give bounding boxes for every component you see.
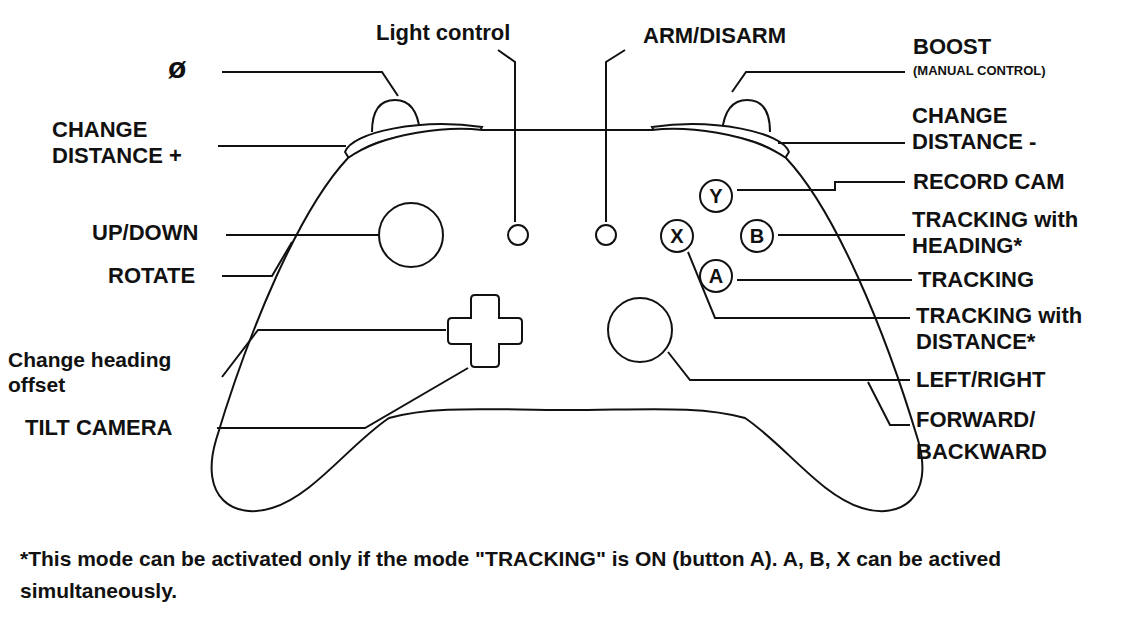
face-button: A — [699, 259, 733, 293]
callout-label: ROTATE — [108, 263, 195, 289]
face-button: B — [740, 219, 774, 253]
callout-label: FORWARD/ BACKWARD — [916, 404, 1086, 468]
callout-label: *This mode can be activated only if the … — [20, 543, 1030, 606]
face-button: Y — [699, 179, 733, 213]
callout-label: (MANUAL CONTROL) — [913, 63, 1046, 79]
button-letter: B — [750, 226, 764, 246]
menu-button — [596, 225, 616, 245]
view-button — [508, 225, 528, 245]
callout-label: Light control — [376, 20, 510, 46]
callout-label: ARM/DISARM — [643, 23, 786, 49]
leader-lines — [217, 50, 912, 428]
callout-label: ø — [168, 50, 186, 86]
callout-label: UP/DOWN — [92, 220, 198, 246]
callout-label: TRACKING with DISTANCE* — [916, 303, 1121, 356]
right-stick — [608, 298, 672, 362]
callout-label: LEFT/RIGHT — [916, 367, 1046, 393]
d-pad — [448, 295, 522, 367]
callout-label: TILT CAMERA — [25, 415, 172, 441]
callout-label: TRACKING — [918, 267, 1034, 293]
callout-label: Change heading offset — [8, 347, 208, 397]
face-button: X — [660, 219, 694, 253]
callout-label: BOOST — [913, 34, 991, 60]
button-letter: X — [670, 226, 683, 246]
callout-label: TRACKING with HEADING* — [912, 207, 1117, 260]
callout-label: RECORD CAM — [913, 169, 1065, 195]
left-stick — [379, 203, 443, 267]
controller-body — [212, 129, 923, 511]
callout-label: CHANGE DISTANCE - — [912, 103, 1082, 156]
callout-label: CHANGE DISTANCE + — [52, 117, 222, 170]
button-letter: A — [709, 266, 723, 286]
button-letter: Y — [709, 186, 722, 206]
